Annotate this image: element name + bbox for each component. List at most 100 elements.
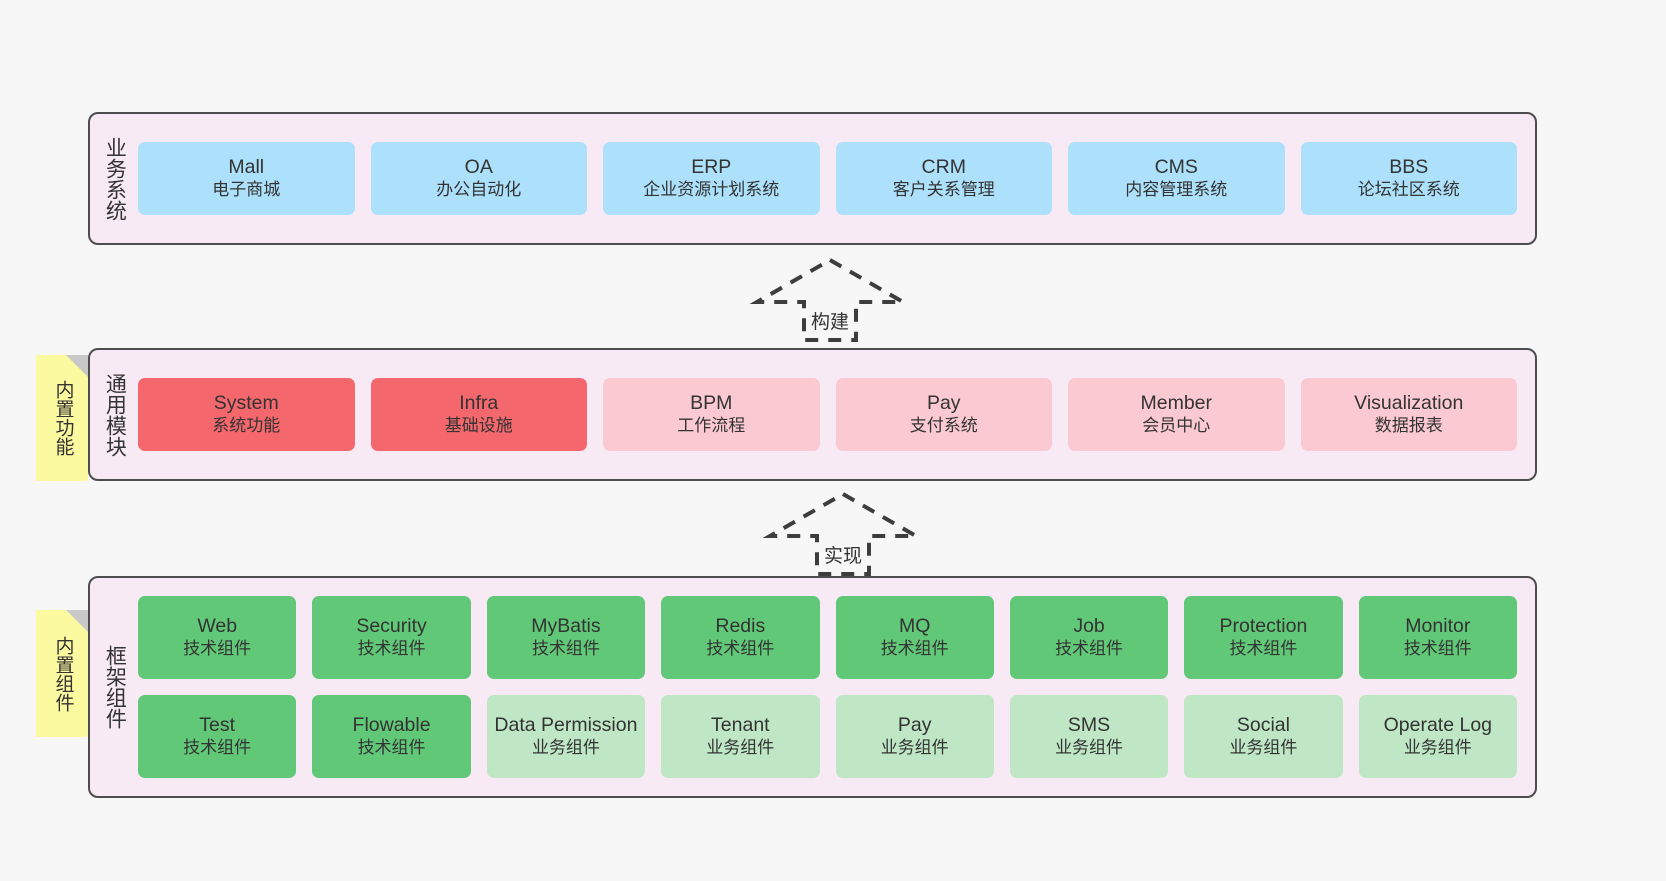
sticky-note-framework-component: 内置组件 <box>36 610 88 737</box>
node-title: Protection <box>1219 615 1308 638</box>
node-title: Redis <box>715 615 766 638</box>
node-subtitle: 业务组件 <box>531 738 600 758</box>
node-title: CMS <box>1154 156 1198 179</box>
node-subtitle: 技术组件 <box>1229 639 1298 659</box>
node-title: System <box>213 392 279 415</box>
node-title: Web <box>197 615 238 638</box>
layer-label-framework-component: 框架组件 <box>103 645 127 729</box>
node-subtitle: 业务组件 <box>706 738 775 758</box>
node-subtitle: 技术组件 <box>183 639 252 659</box>
node-title: SMS <box>1067 714 1111 737</box>
node-subtitle: 技术组件 <box>357 639 426 659</box>
sticky-note-label: 内置组件 <box>52 635 74 712</box>
node-title: Visualization <box>1354 392 1464 415</box>
node-subtitle: 技术组件 <box>183 738 252 758</box>
node-title: BPM <box>690 392 733 415</box>
node-title: MQ <box>898 615 931 638</box>
node-subtitle: 支付系统 <box>909 416 978 436</box>
connector-build: 构建 <box>749 257 911 342</box>
node-subtitle: 会员中心 <box>1142 416 1211 436</box>
node-subtitle: 技术组件 <box>1055 639 1124 659</box>
hollow-arrow-up-icon <box>749 257 911 342</box>
node-subtitle: 业务组件 <box>1403 738 1472 758</box>
node-title: Test <box>199 714 236 737</box>
node-subtitle: 业务组件 <box>880 738 949 758</box>
layer-label-business-system: 业务系统 <box>103 136 127 221</box>
node-title: BBS <box>1389 156 1429 179</box>
node-subtitle: 客户关系管理 <box>892 180 995 200</box>
node-subtitle: 工作流程 <box>677 416 746 436</box>
node-subtitle: 技术组件 <box>880 639 949 659</box>
node-title: MyBatis <box>531 615 601 638</box>
node-subtitle: 电子商城 <box>212 180 281 200</box>
node-title: Job <box>1073 615 1105 638</box>
note-fold-corner-icon <box>66 610 88 632</box>
node-title: ERP <box>691 156 732 179</box>
node-subtitle: 内容管理系统 <box>1125 180 1228 200</box>
node-title: CRM <box>921 156 966 179</box>
connector-implement: 实现 <box>762 491 924 576</box>
node-subtitle: 技术组件 <box>357 738 426 758</box>
node-title: Mall <box>228 156 265 179</box>
node-title: Monitor <box>1405 615 1471 638</box>
node-subtitle: 技术组件 <box>706 639 775 659</box>
node-title: Flowable <box>352 714 431 737</box>
note-fold-corner-icon <box>66 355 88 377</box>
sticky-note-label: 内置功能 <box>52 380 74 456</box>
node-subtitle: 论坛社区系统 <box>1357 180 1460 200</box>
node-subtitle: 基础设施 <box>444 416 513 436</box>
node-subtitle: 系统功能 <box>212 416 281 436</box>
node-title: Infra <box>459 392 499 415</box>
node-title: Pay <box>926 392 961 415</box>
node-subtitle: 业务组件 <box>1055 738 1124 758</box>
layer-label-common-module: 通用模块 <box>103 372 127 457</box>
node-title: Operate Log <box>1383 714 1493 737</box>
node-subtitle: 技术组件 <box>531 639 600 659</box>
node-subtitle: 技术组件 <box>1403 639 1472 659</box>
node-subtitle: 企业资源计划系统 <box>643 180 780 200</box>
node-subtitle: 数据报表 <box>1374 416 1443 436</box>
node-subtitle: 业务组件 <box>1229 738 1298 758</box>
sticky-note-common-module: 内置功能 <box>36 355 88 481</box>
node-title: Tenant <box>711 714 770 737</box>
hollow-arrow-up-icon <box>762 491 924 576</box>
node-title: Data Permission <box>494 714 638 737</box>
